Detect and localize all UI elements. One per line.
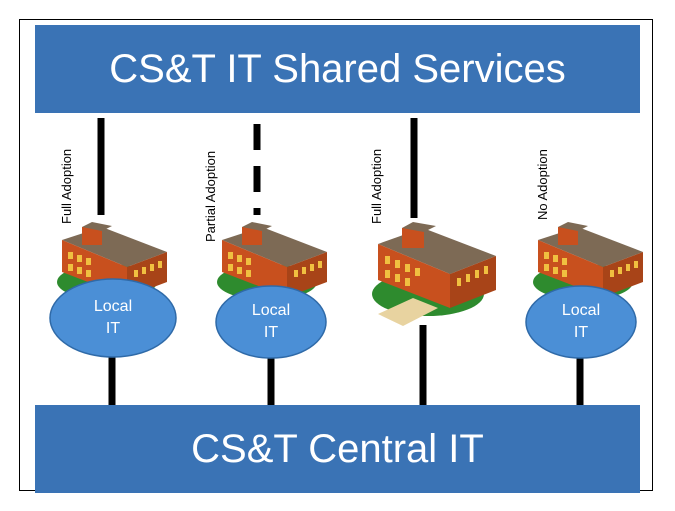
local-it-4-line2: IT	[573, 324, 589, 341]
local-it-ellipse-2	[215, 285, 327, 359]
building-icon-3	[372, 222, 496, 326]
local-it-label-2: Local IT	[216, 300, 326, 344]
local-it-ellipse-1	[49, 278, 177, 358]
connector-lines-top	[97, 118, 418, 218]
adoption-label-3: Full Adoption	[369, 148, 384, 224]
local-it-4-line1: Local	[561, 302, 601, 319]
local-it-2-line1: Local	[251, 302, 291, 319]
local-it-2-line2: IT	[263, 324, 279, 341]
adoption-label-2: Partial Adoption	[203, 150, 218, 242]
adoption-label-1: Full Adoption	[59, 148, 74, 224]
central-it-banner: CS&T Central IT	[35, 405, 640, 493]
local-it-1-line1: Local	[93, 298, 133, 315]
shared-services-banner: CS&T IT Shared Services	[35, 25, 640, 113]
building-icon-4	[533, 222, 643, 300]
local-it-ellipse-4	[525, 285, 637, 359]
adoption-label-4: No Adoption	[535, 149, 550, 220]
local-it-label-1: Local IT	[50, 296, 176, 340]
local-it-label-4: Local IT	[526, 300, 636, 344]
connector-lines-bottom	[108, 325, 584, 405]
local-it-1-line2: IT	[105, 320, 121, 337]
